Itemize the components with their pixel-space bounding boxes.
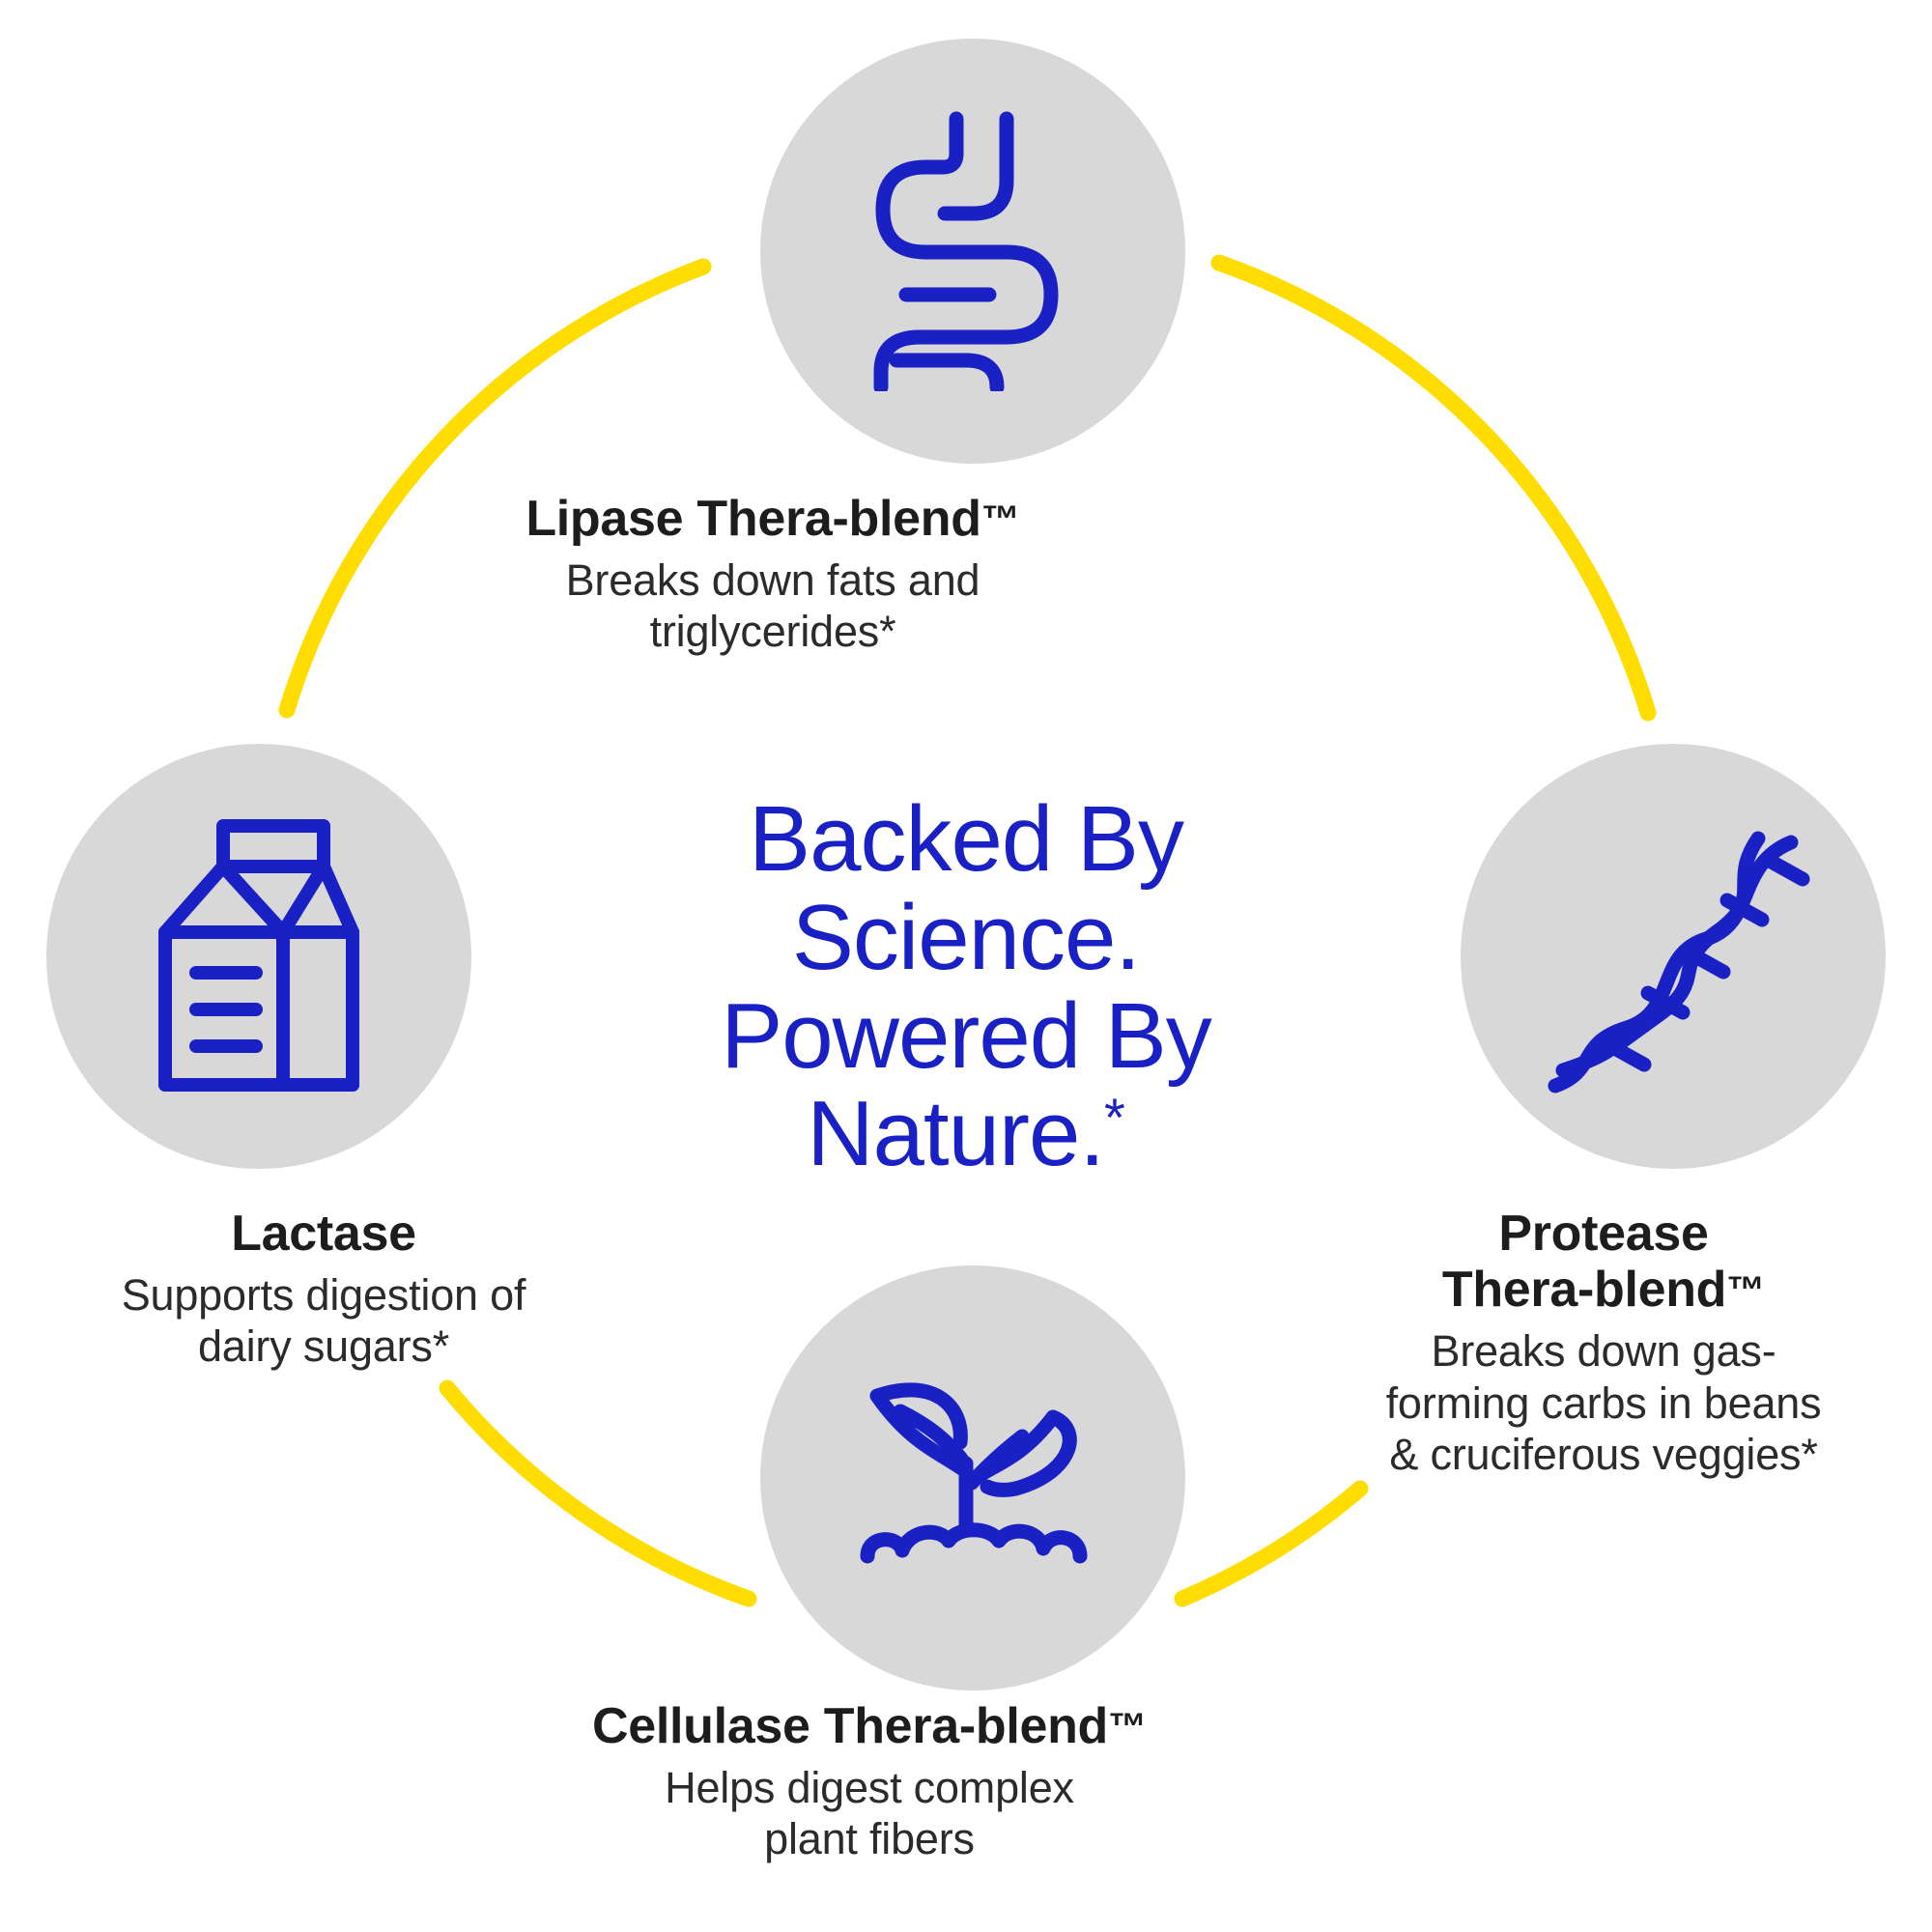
- node-title-lipase: Lipase Thera-blend™: [526, 491, 1020, 547]
- headline-line: Science.: [791, 885, 1141, 989]
- sprout-icon: [842, 1357, 1103, 1599]
- node-desc-lactase: Supports digestion of dairy sugars*: [10, 1269, 638, 1372]
- node-text-lactase: Lactase Supports digestion of dairy suga…: [10, 1206, 638, 1372]
- headline-line: Powered By: [721, 983, 1212, 1088]
- title-line: Thera-blend™: [1441, 1262, 1766, 1319]
- headline-line: Backed By: [749, 787, 1184, 891]
- badge-cellulase: [760, 1265, 1185, 1690]
- node-text-cellulase: Cellulase Thera-blend™ Helps digest comp…: [454, 1698, 1285, 1864]
- node-title-lactase: Lactase: [231, 1206, 416, 1262]
- desc-line: forming carbs in beans: [1385, 1378, 1822, 1428]
- node-title-protease: Protease Thera-blend™: [1285, 1206, 1922, 1318]
- asterisk-superscript: *: [1104, 1087, 1125, 1149]
- arc-bottom-right: [1174, 1480, 1369, 1607]
- desc-line: & cruciferous veggies*: [1389, 1429, 1818, 1479]
- node-desc-lipase: Breaks down fats and triglycerides*: [406, 554, 1140, 657]
- desc-line: Supports digestion of: [121, 1270, 526, 1321]
- node-title-cellulase: Cellulase Thera-blend™: [591, 1698, 1148, 1754]
- desc-line: Helps digest complex: [665, 1763, 1074, 1813]
- desc-line: triglycerides*: [649, 607, 896, 657]
- badge-lactase: [46, 744, 471, 1169]
- desc-line: Breaks down gas-: [1431, 1326, 1776, 1377]
- arc-top-right: [1210, 254, 1657, 722]
- desc-line: plant fibers: [764, 1814, 975, 1864]
- desc-line: dairy sugars*: [197, 1321, 450, 1372]
- node-desc-protease: Breaks down gas- forming carbs in beans …: [1285, 1325, 1922, 1479]
- trademark-symbol: ™: [1726, 1269, 1766, 1313]
- center-headline: Backed By Science. Powered By Nature.*: [599, 790, 1333, 1183]
- badge-protease: [1461, 744, 1886, 1169]
- trademark-symbol: ™: [980, 498, 1020, 541]
- trademark-symbol: ™: [1108, 1706, 1148, 1748]
- title-line: Protease: [1498, 1206, 1709, 1262]
- milk-carton-icon: [148, 816, 370, 1096]
- dna-helix-icon: [1528, 811, 1818, 1101]
- headline-line: Nature.*: [807, 1082, 1125, 1186]
- arc-bottom-left: [439, 1379, 757, 1607]
- node-text-lipase: Lipase Thera-blend™ Breaks down fats and…: [406, 491, 1140, 657]
- node-desc-cellulase: Helps digest complex plant fibers: [454, 1762, 1285, 1864]
- badge-lipase: [760, 39, 1185, 464]
- intestine-icon: [862, 111, 1084, 391]
- desc-line: Breaks down fats and: [565, 555, 980, 606]
- node-text-protease: Protease Thera-blend™ Breaks down gas- f…: [1285, 1206, 1922, 1480]
